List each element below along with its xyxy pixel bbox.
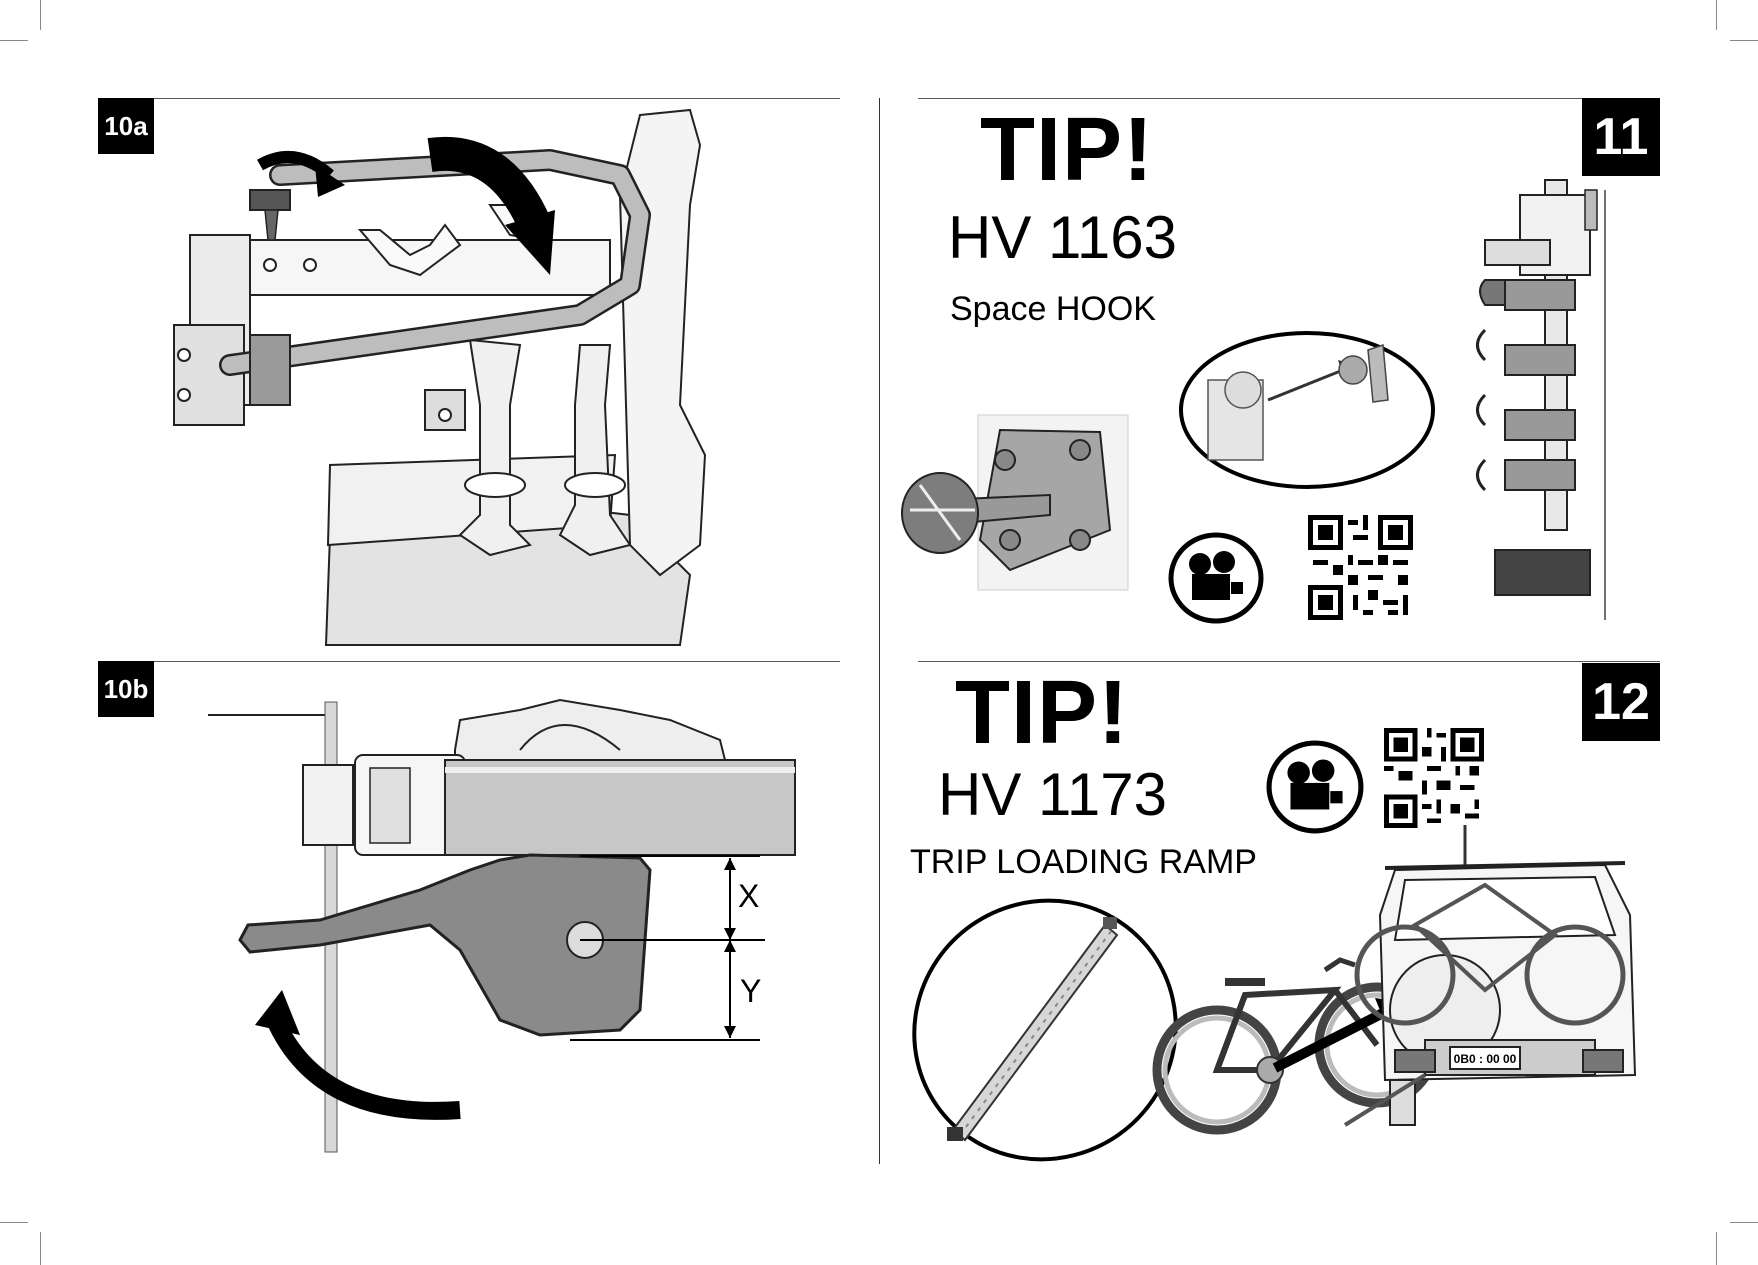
crop-mark: [1730, 1222, 1758, 1223]
panel-11-tip: TIP!: [980, 105, 1154, 195]
camera-icon[interactable]: [1266, 740, 1364, 834]
crop-mark: [1716, 1232, 1717, 1265]
dimension-x-label: X: [738, 880, 759, 912]
panel-10b-badge: 10b: [98, 661, 154, 717]
crop-mark: [0, 1222, 28, 1223]
crop-mark: [1730, 40, 1758, 41]
qr-code[interactable]: [1384, 728, 1484, 828]
loading-ramp-callout: [905, 895, 1185, 1165]
panel-11-badge: 11: [1582, 98, 1660, 176]
qr-code[interactable]: [1308, 515, 1413, 620]
car-rear-with-carrier-illustration: 0B0 : 00 00: [1325, 825, 1655, 1135]
crop-mark: [40, 0, 41, 30]
panel-11-code: HV 1163: [948, 208, 1177, 268]
panel-12-tip: TIP!: [955, 668, 1129, 758]
crop-mark: [0, 40, 28, 41]
panel-10a-rule: [98, 98, 840, 99]
space-hook-illustration: [900, 410, 1140, 590]
panel-10a-illustration: [160, 105, 720, 625]
panel-11-rule: [918, 98, 1660, 99]
panel-12-badge: 12: [1582, 663, 1660, 741]
crop-mark: [1716, 0, 1717, 30]
panel-10b-rule: [98, 661, 840, 662]
wall-mounted-carrier-illustration: [1465, 180, 1615, 620]
license-plate-text: 0B0 : 00 00: [1454, 1052, 1517, 1066]
crop-mark: [40, 1232, 41, 1265]
dimension-y-label: Y: [740, 975, 761, 1007]
panel-10b-illustration: [200, 690, 820, 1170]
panel-12-code: HV 1173: [938, 765, 1167, 825]
camera-icon[interactable]: [1168, 532, 1264, 624]
panel-10a-badge: 10a: [98, 98, 154, 154]
space-hook-detail-callout: [1178, 330, 1436, 490]
panel-12-rule: [918, 661, 1660, 662]
panel-11-product: Space HOOK: [950, 292, 1156, 326]
panel-12-product: TRIP LOADING RAMP: [910, 845, 1257, 879]
center-divider: [879, 98, 880, 1164]
